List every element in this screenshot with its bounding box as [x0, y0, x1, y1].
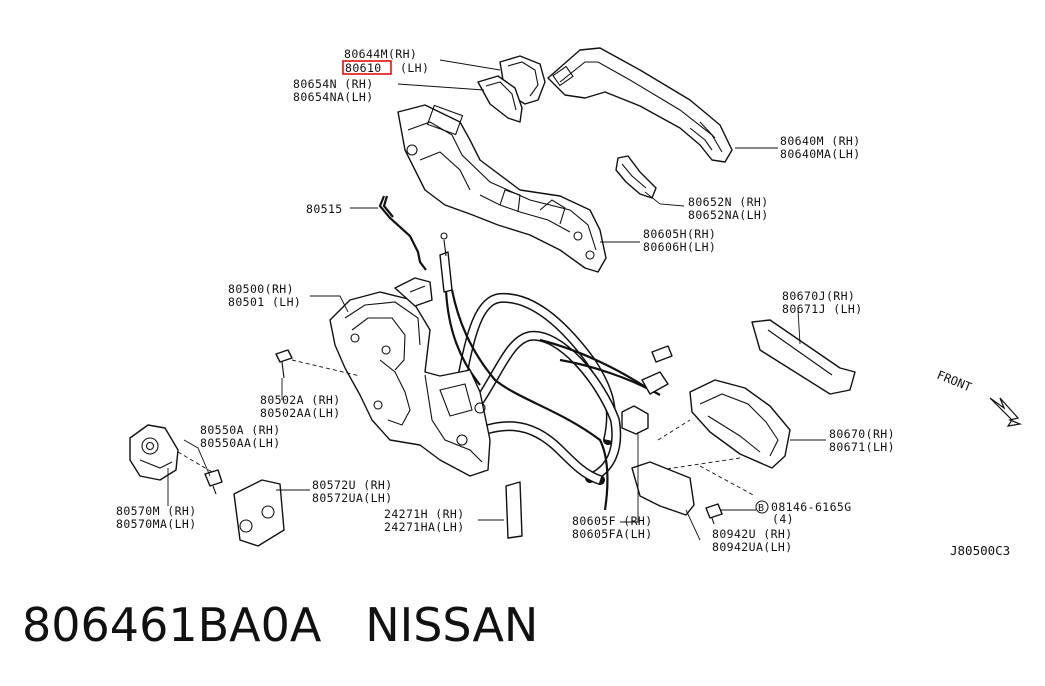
label-80942u: 80942U (RH)	[712, 527, 793, 541]
label-80501: 80501 (LH)	[228, 295, 301, 309]
label-80640ma: 80640MA(LH)	[780, 147, 861, 161]
outside-door-handle	[547, 47, 733, 163]
label-80502a: 80502A (RH)	[260, 393, 341, 407]
front-direction-indicator: FRONT	[935, 368, 1023, 427]
front-arrow-icon	[989, 397, 1023, 427]
label-24271ha: 24271HA(LH)	[384, 520, 465, 534]
label-80654na: 80654NA(LH)	[293, 90, 374, 104]
lock-cables	[439, 232, 673, 511]
handle-clip	[615, 155, 657, 199]
door-striker	[129, 424, 213, 481]
handle-protector	[751, 319, 856, 395]
bolt-symbol: B	[755, 500, 769, 514]
label-80606h: 80606H(LH)	[643, 240, 716, 254]
label-80605f: 80605F (RH)	[572, 514, 653, 528]
label-80640m: 80640M (RH)	[780, 134, 861, 148]
label-80671: 80671(LH)	[829, 440, 895, 454]
handle-bracket	[397, 104, 607, 273]
label-80670j: 80670J(RH)	[782, 289, 855, 303]
leader-lines	[167, 59, 826, 541]
label-80610: 80610	[345, 61, 382, 75]
bolt-symbol-letter: B	[758, 503, 764, 514]
front-label: FRONT	[935, 368, 974, 395]
label-80550aa: 80550AA(LH)	[200, 436, 281, 450]
label-80644m: 80644M(RH)	[344, 47, 417, 61]
label-80500: 80500(RH)	[228, 282, 294, 296]
label-80550a: 80550A (RH)	[200, 423, 281, 437]
lock-rod	[378, 195, 427, 271]
inside-door-handle	[657, 379, 791, 497]
label-80652n: 80652N (RH)	[688, 195, 769, 209]
highlight-box-80610	[342, 60, 392, 75]
label-80942ua: 80942UA(LH)	[712, 540, 793, 554]
actuator-screw	[275, 349, 361, 379]
footer-brand: NISSAN	[365, 598, 539, 652]
handle-gasket	[477, 75, 523, 123]
striker-screw	[204, 469, 223, 495]
label-80671j: 80671J (LH)	[782, 302, 863, 316]
label-80570m: 80570M (RH)	[116, 504, 197, 518]
door-lock-actuator	[329, 277, 491, 477]
label-08146: 08146-6165G	[771, 500, 852, 514]
label-08146-qty: (4)	[772, 512, 794, 526]
footer-caption: 806461BA0A NISSAN	[22, 598, 538, 652]
label-24271h: 24271H (RH)	[384, 507, 465, 521]
label-80605h: 80605H(RH)	[643, 227, 716, 241]
label-80610-lh: (LH)	[400, 61, 429, 75]
part-labels: 80644M(RH) 80610 (LH) 80654N (RH) 80654N…	[116, 47, 1023, 558]
handle-escutcheon-inner	[631, 461, 695, 516]
striker-cover	[233, 479, 285, 547]
mounting-bolt	[705, 503, 723, 525]
diagram-code: J80500C3	[950, 543, 1010, 558]
footer-spacer	[321, 598, 365, 652]
label-80605fa: 80605FA(LH)	[572, 527, 653, 541]
label-80502aa: 80502AA(LH)	[260, 406, 341, 420]
label-80652na: 80652NA(LH)	[688, 208, 769, 222]
label-80570ma: 80570MA(LH)	[116, 517, 197, 531]
label-80670: 80670(RH)	[829, 427, 895, 441]
label-80515: 80515	[306, 202, 343, 216]
label-80572ua: 80572UA(LH)	[312, 491, 393, 505]
label-80572u: 80572U (RH)	[312, 478, 393, 492]
harness-pad	[505, 481, 523, 539]
label-80654n: 80654N (RH)	[293, 77, 374, 91]
footer-part-number: 806461BA0A	[22, 598, 322, 652]
